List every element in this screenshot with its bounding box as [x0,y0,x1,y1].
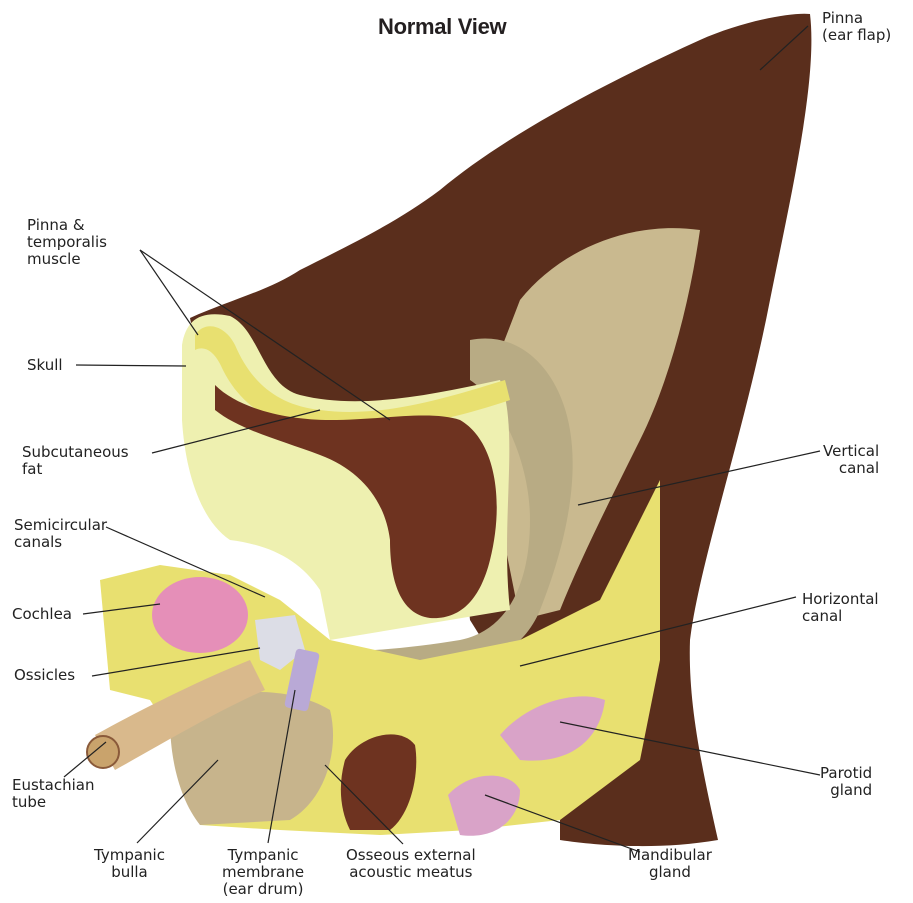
diagram-title: Normal View [378,14,506,40]
label-skull: Skull [27,357,63,374]
label-ossicles: Ossicles [14,667,75,684]
eustachian-tube-end [87,736,119,768]
label-tympanic-bulla: Tympanic bulla [94,847,165,881]
label-semicircular-canals: Semicircular canals [14,517,107,551]
label-cochlea: Cochlea [12,606,72,623]
label-horizontal-canal: Horizontal canal [802,591,879,625]
label-osseous-meatus: Osseous external acoustic meatus [346,847,476,881]
label-mandibular-gland: Mandibular gland [628,847,712,881]
label-tympanic-membrane: Tympanic membrane (ear drum) [222,847,304,898]
label-pinna: Pinna (ear flap) [822,10,891,44]
leader-skull [76,365,186,366]
label-eustachian-tube: Eustachian tube [12,777,95,811]
leader-pinna-temporalis-a [140,250,198,335]
label-pinna-temporalis: Pinna & temporalis muscle [27,217,107,268]
label-parotid-gland: Parotid gland [820,765,872,799]
label-vertical-canal: Vertical canal [823,443,879,477]
label-subcutaneous-fat: Subcutaneous fat [22,444,129,478]
cochlea [152,577,248,653]
